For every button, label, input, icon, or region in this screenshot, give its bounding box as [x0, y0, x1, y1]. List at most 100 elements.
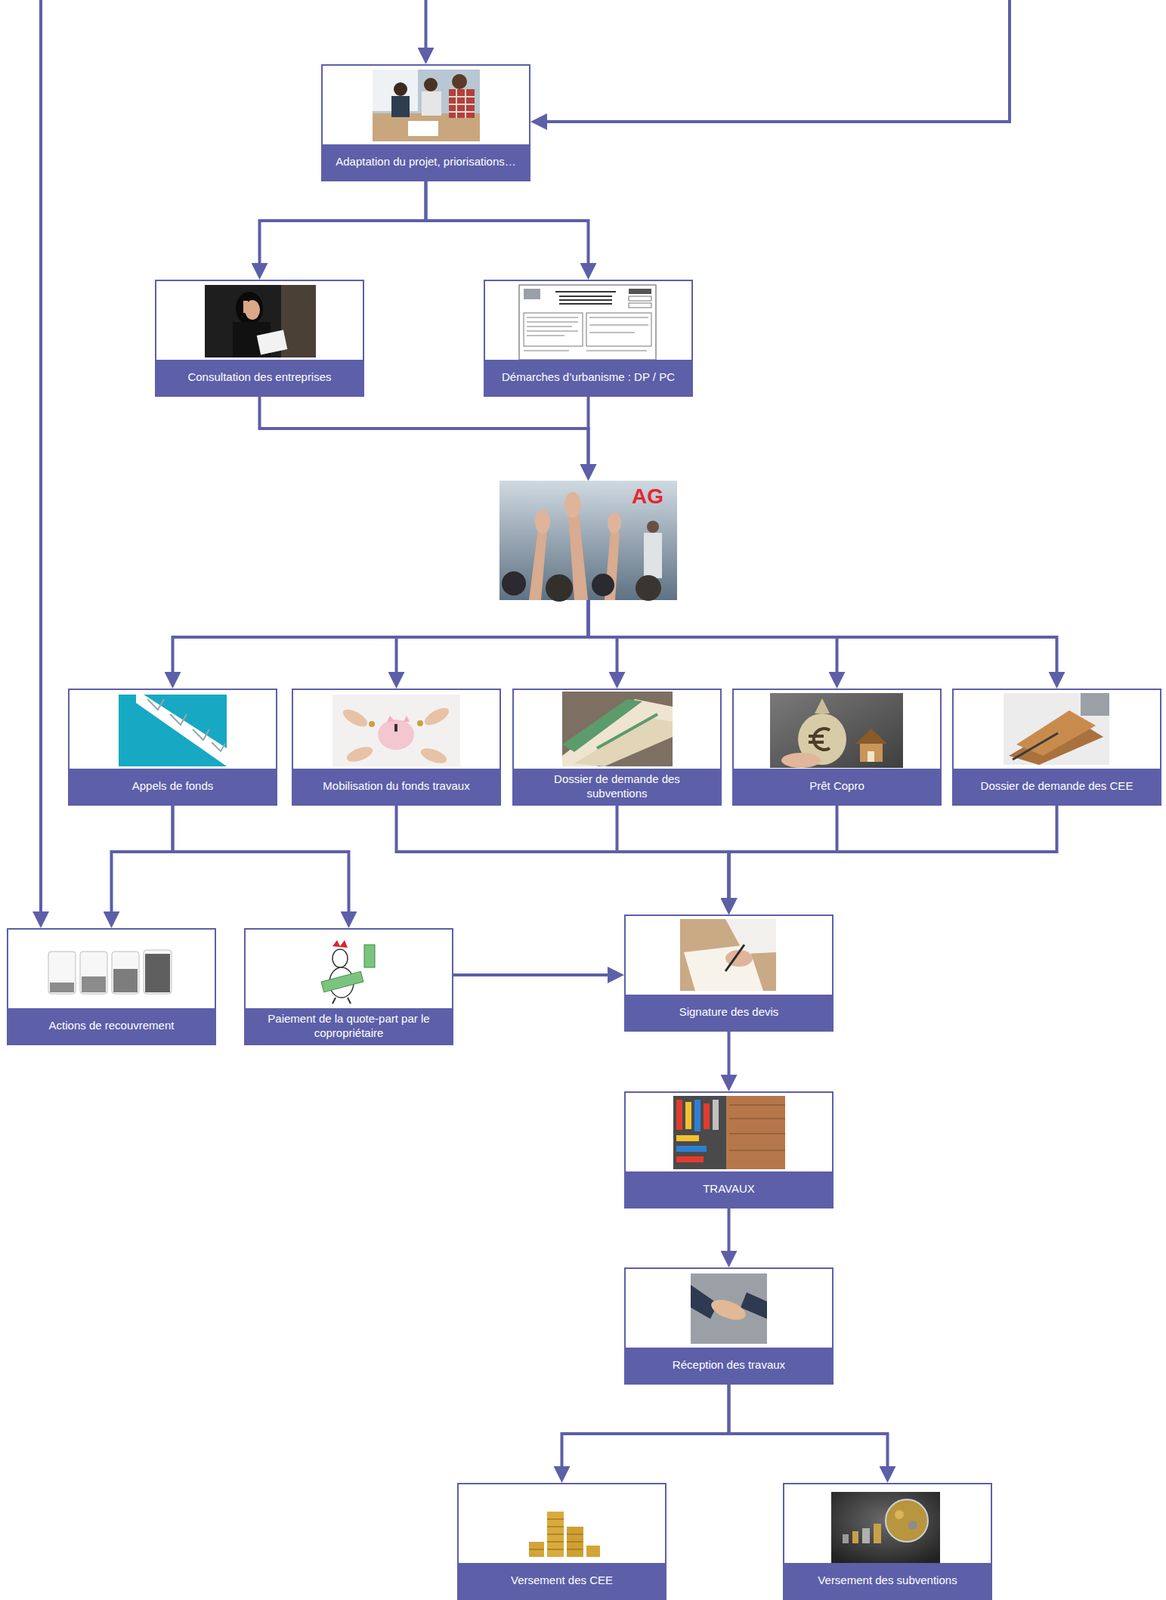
photo-ground: [831, 1491, 941, 1563]
box-label: Paiement de la quote-part par le copropr…: [254, 1011, 443, 1041]
picture-area: [293, 689, 500, 769]
process-box: Consultation des entreprises: [154, 279, 365, 397]
flow-arrow: [729, 1384, 888, 1467]
flow-arrow: [727, 1031, 731, 1075]
legs: [332, 997, 351, 1004]
hand: [781, 752, 821, 768]
hair: [235, 291, 263, 325]
jar: [111, 951, 140, 994]
box-label: Mobilisation du fonds travaux: [302, 779, 491, 794]
box-label: TRAVAUX: [634, 1181, 823, 1197]
form-lines: [523, 349, 647, 352]
loan-picture: [770, 692, 904, 768]
label-band: Dossier de demande des subventions: [513, 768, 721, 805]
envelope-flaps: [147, 698, 226, 752]
picture-area: [8, 929, 215, 1009]
box-label: Appels de fonds: [78, 779, 267, 794]
hand: [607, 512, 622, 534]
box-label: Actions de recouvrement: [17, 1018, 206, 1034]
label-band: Versement des CEE: [458, 1562, 665, 1599]
flow-arrow: [426, 181, 589, 263]
file-picture: [1003, 692, 1110, 765]
tool: [685, 1101, 692, 1129]
flow-arrow: [173, 600, 589, 672]
label-band: Démarches d’urbanisme : DP / PC: [485, 359, 692, 396]
coin-stacks-picture: [528, 1511, 601, 1557]
signing-photo: [680, 918, 777, 991]
wood: [673, 1095, 786, 1170]
photo-ground: [562, 691, 673, 767]
process-box: Adaptation du projet, priorisations…: [321, 64, 531, 182]
form-box: [628, 296, 652, 301]
phone-photo: [204, 284, 316, 358]
jar: [80, 951, 108, 994]
pen: [1012, 733, 1058, 760]
process-box: Dossier de demande des subventions: [512, 688, 722, 806]
coins: [49, 982, 75, 993]
flow-arrow: [729, 805, 1058, 898]
form-stamp: [628, 288, 652, 294]
box-label: Versement des subventions: [793, 1573, 982, 1588]
envelope-row: [136, 694, 227, 767]
house: [859, 742, 883, 762]
arm: [528, 528, 548, 601]
box-label: Versement des CEE: [467, 1573, 656, 1588]
hand: [418, 745, 449, 766]
flow-arrow: [617, 805, 730, 898]
coin-jar-photo: [831, 1491, 941, 1563]
box-label: Consultation des entreprises: [165, 370, 354, 385]
body: [421, 91, 442, 116]
tool: [703, 1103, 710, 1129]
flow-arrow: [727, 1208, 731, 1251]
photo-badge: AG: [499, 480, 678, 601]
box-label: Adaptation du projet, priorisations…: [331, 154, 520, 170]
picture-area: [733, 689, 941, 769]
form-sheet: [519, 284, 656, 360]
tool: [676, 1145, 707, 1152]
coin-stack: [862, 1527, 870, 1544]
comb: [332, 940, 348, 948]
box-label: Prêt Copro: [742, 779, 931, 794]
picture-area: [322, 65, 529, 145]
picture-area: [513, 689, 721, 769]
coin-stack: [842, 1534, 849, 1544]
label-band: Adaptation du projet, priorisations…: [322, 144, 529, 180]
flow-arrow: [396, 600, 589, 672]
coin-stack: [873, 1523, 882, 1544]
house-door: [867, 751, 875, 762]
box-label: Démarches d’urbanisme : DP / PC: [494, 370, 683, 385]
tool: [676, 1135, 699, 1142]
tool: [676, 1099, 683, 1130]
head: [451, 74, 468, 90]
flow-arrow: [562, 1384, 730, 1467]
photo-ground: [770, 692, 904, 768]
box-label: Dossier de demande des subventions: [522, 772, 712, 802]
hand: [535, 509, 551, 534]
paper: [256, 330, 288, 356]
form-box: [628, 303, 652, 308]
coin: [368, 720, 375, 727]
folder: [562, 698, 673, 767]
head: [501, 571, 526, 596]
jar: [885, 1499, 928, 1542]
hands: [708, 1295, 749, 1324]
head: [591, 573, 615, 597]
jar: [48, 951, 76, 994]
meeting-photo: [372, 69, 480, 142]
cartoon-picture: [321, 940, 375, 1004]
label-band: Dossier de demande des CEE: [953, 768, 1160, 805]
photo-ground: [118, 694, 227, 767]
incoming-line: [424, 0, 428, 48]
picture-area: [69, 689, 276, 769]
coins: [145, 953, 171, 993]
coins: [113, 968, 138, 993]
label-band: TRAVAUX: [625, 1171, 832, 1207]
pen: [725, 944, 745, 972]
head: [393, 82, 408, 96]
flow-arrow: [173, 805, 350, 912]
hand: [243, 300, 248, 313]
flow-arrow: [396, 805, 730, 898]
process-box: Mobilisation du fonds travaux: [291, 688, 502, 806]
process-box: Appels de fonds: [68, 688, 278, 806]
